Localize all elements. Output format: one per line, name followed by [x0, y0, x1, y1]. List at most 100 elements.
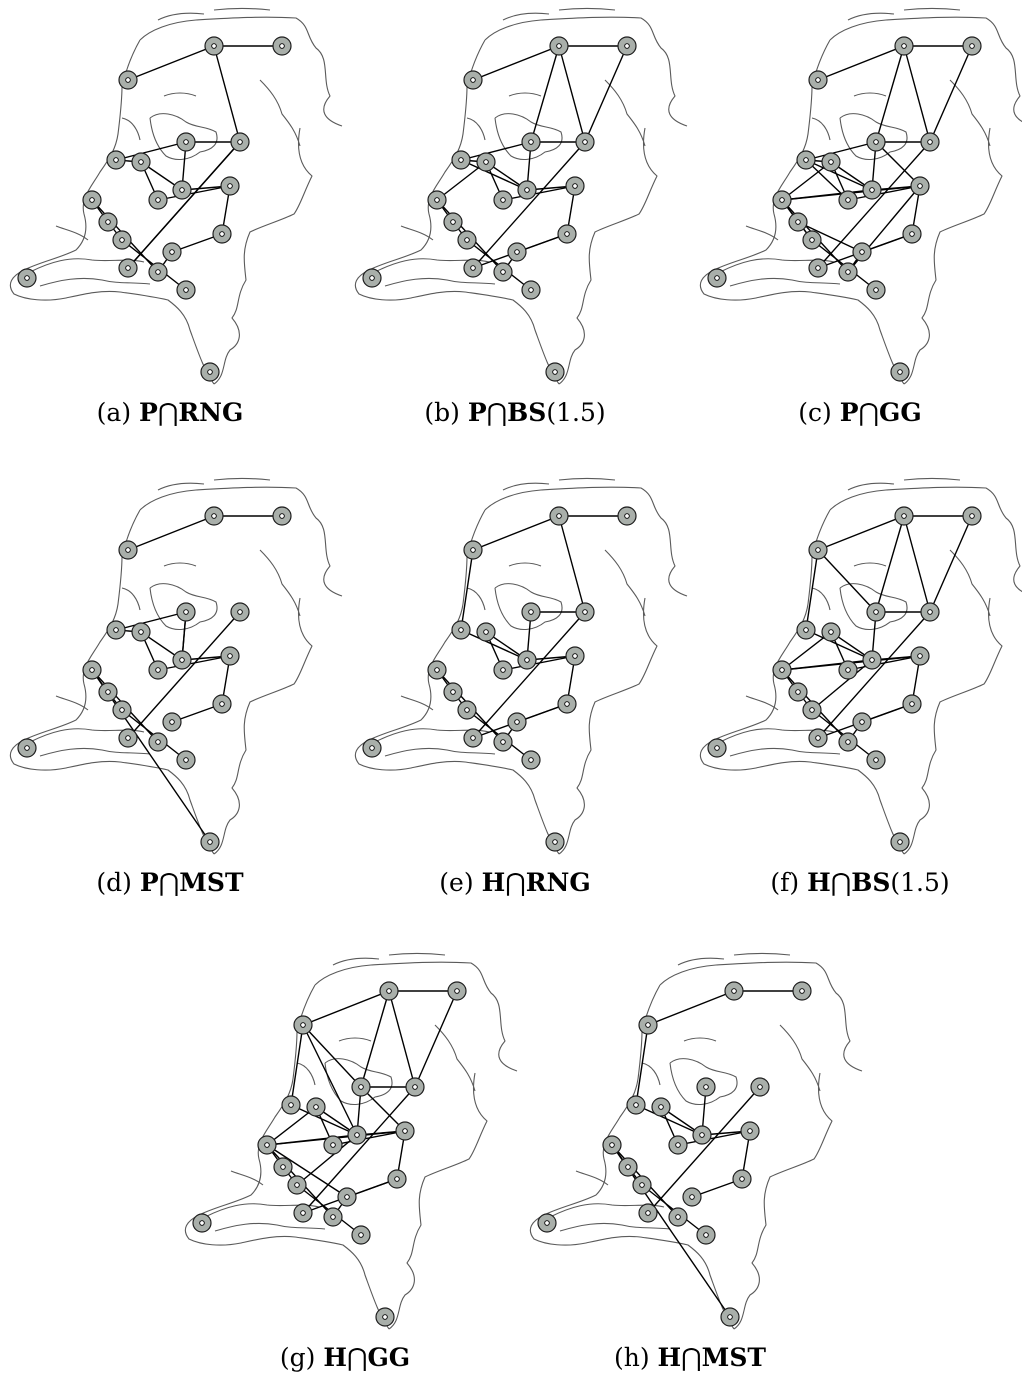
graph-node-center	[155, 269, 161, 275]
graph-edge	[127, 515, 215, 551]
graph-edge	[115, 141, 187, 161]
graph-node-center	[155, 739, 161, 745]
graph-edge	[875, 45, 905, 143]
graph-node-center	[125, 265, 131, 271]
coastline-path	[213, 597, 313, 855]
graph-node-center	[803, 627, 809, 633]
graph-edge	[647, 1086, 761, 1214]
panel-c: (c) P⋂GG	[690, 0, 1022, 427]
nodes	[707, 506, 982, 852]
graph-node-center	[288, 1102, 294, 1108]
graph-edge	[677, 1130, 751, 1146]
graph-node-center	[354, 1132, 360, 1138]
coastline-path	[213, 7, 271, 11]
graph-node-center	[845, 739, 851, 745]
graph-node-center	[279, 43, 285, 49]
graph-edge	[502, 185, 576, 201]
caption-suffix: (1.5)	[890, 868, 950, 897]
caption-letter: (b)	[424, 398, 460, 427]
caption-d: (d) P⋂MST	[0, 868, 340, 897]
graph-node-center	[330, 1142, 336, 1148]
graph-node-center	[779, 667, 785, 673]
graph-node-center	[803, 157, 809, 163]
graph-node-center	[703, 1084, 709, 1090]
graph-edge	[530, 45, 560, 143]
graph-node-center	[869, 187, 875, 193]
graph-edge	[903, 515, 931, 613]
graph-edge	[302, 1024, 358, 1136]
coastline-path	[388, 1072, 488, 1330]
coastline	[9, 477, 343, 855]
coastline-path	[39, 747, 151, 757]
graph-node-center	[113, 627, 119, 633]
graph-node-center	[809, 237, 815, 243]
graph-node-center	[219, 701, 225, 707]
graph-node-center	[901, 513, 907, 519]
graph-node-center	[483, 159, 489, 165]
graph-edge	[302, 1024, 362, 1088]
graph-node-center	[369, 275, 375, 281]
graph-node-center	[113, 157, 119, 163]
graph-node-center	[869, 657, 875, 663]
graph-edge	[805, 159, 849, 201]
caption-left: H	[323, 1343, 347, 1372]
graph-node-center	[552, 839, 558, 845]
coastline-path	[296, 1062, 316, 1086]
coastline-path	[903, 7, 961, 11]
coastline-path	[699, 509, 905, 855]
graph-node-center	[264, 1142, 270, 1148]
coastline-path	[669, 1058, 738, 1106]
caption-letter: (h)	[613, 1343, 650, 1372]
graph-node-center	[344, 1194, 350, 1200]
graph-node-center	[795, 219, 801, 225]
coastline-path	[213, 127, 313, 385]
graph-node-center	[183, 609, 189, 615]
coastline-path	[558, 477, 616, 481]
graph-edge	[781, 161, 832, 201]
coastline-path	[829, 16, 1022, 123]
graph-node-center	[828, 159, 834, 165]
graph-edge	[875, 515, 905, 613]
graph-node-center	[313, 1104, 319, 1110]
graph-node-center	[809, 707, 815, 713]
graph-edge	[296, 1134, 358, 1186]
caption-op: ⋂	[505, 868, 526, 897]
graph-node-center	[779, 197, 785, 203]
graph-node-center	[211, 43, 217, 49]
graph-edge	[817, 45, 905, 81]
graph-node-center	[556, 43, 562, 49]
graph-node-center	[89, 197, 95, 203]
graph-edge	[635, 1104, 703, 1136]
coastline-path	[388, 952, 446, 956]
graph-node-center	[514, 719, 520, 725]
graph-edge	[647, 990, 735, 1026]
graph-node-center	[969, 43, 975, 49]
coastline-path	[847, 482, 895, 491]
graph-node-center	[624, 513, 630, 519]
graph-edge	[360, 1086, 406, 1132]
graph-node-center	[859, 249, 865, 255]
coastline-path	[213, 477, 271, 481]
coastline-path	[903, 127, 1003, 385]
graph-edge	[472, 45, 560, 81]
panel-b: (b) P⋂BS(1.5)	[345, 0, 688, 427]
graph-edge	[805, 159, 873, 191]
graph-node-center	[227, 183, 233, 189]
graph-node-center	[207, 839, 213, 845]
coastline-path	[484, 16, 688, 127]
graph-node-center	[714, 745, 720, 751]
graph-node-center	[873, 757, 879, 763]
graph-edge	[414, 990, 458, 1088]
graph-node-center	[500, 667, 506, 673]
graph-edge	[805, 549, 819, 631]
graph-node-center	[747, 1128, 753, 1134]
panel-h: (h) H⋂MST	[520, 945, 863, 1372]
graph-node-center	[528, 139, 534, 145]
coastline-path	[745, 225, 779, 241]
graph-edge	[127, 45, 215, 81]
graph-node-center	[927, 139, 933, 145]
graph-node-center	[434, 197, 440, 203]
graph-node-center	[572, 653, 578, 659]
coastline-path	[677, 957, 725, 966]
coastline-path	[604, 79, 646, 147]
